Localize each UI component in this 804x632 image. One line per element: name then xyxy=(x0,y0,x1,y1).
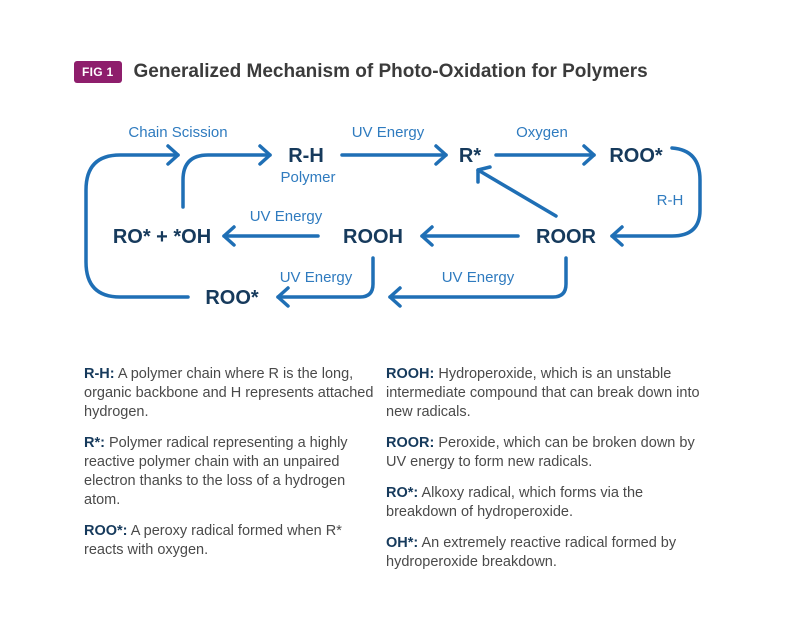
arrowhead-chain-scission xyxy=(166,144,180,166)
definition-roo-star: ROO*: A peroxy radical formed when R* re… xyxy=(84,523,342,558)
node-roor: ROOR xyxy=(536,226,597,248)
label-rh-loop: R-H xyxy=(657,192,684,209)
label-uv-energy-roor: UV Energy xyxy=(442,269,515,286)
definitions-right: ROOH: Hydroperoxide, which is an unstabl… xyxy=(386,365,716,584)
node-rh-subtitle: Polymer xyxy=(280,169,335,186)
node-roo-star-bottom: ROO* xyxy=(205,287,259,309)
arrowhead-roor-down xyxy=(388,286,402,308)
definition-r-star: R*: Polymer radical representing a highl… xyxy=(84,435,348,508)
edge-roor-to-r-star xyxy=(476,168,558,218)
arrowhead-to-rooh xyxy=(420,225,434,247)
label-chain-scission: Chain Scission xyxy=(128,124,227,141)
arrowhead-to-rh xyxy=(258,144,272,166)
figure-header: FIG 1 Generalized Mechanism of Photo-Oxi… xyxy=(74,61,648,83)
arrowhead-to-roor xyxy=(610,225,624,247)
node-roo-star-top: ROO* xyxy=(609,145,663,167)
node-ro-oh: RO* + *OH xyxy=(113,226,211,248)
definition-ro-star: RO*: Alkoxy radical, which forms via the… xyxy=(386,485,644,520)
node-rh: R-H xyxy=(288,145,324,167)
node-r-star: R* xyxy=(459,145,481,167)
figure-badge: FIG 1 xyxy=(74,61,122,83)
arrowhead-to-r-star xyxy=(434,144,448,166)
edge-roo-to-roor xyxy=(610,146,702,238)
mechanism-diagram: R-H Polymer R* ROO* ROOR ROOH RO* + *OH … xyxy=(84,124,702,309)
label-uv-energy-rooh: UV Energy xyxy=(250,208,323,225)
definitions-left: R-H: A polymer chain where R is the long… xyxy=(84,365,384,572)
figure-title: Generalized Mechanism of Photo-Oxidation… xyxy=(133,61,648,82)
edge-roor-down xyxy=(388,256,568,299)
arrowhead-to-roo-top xyxy=(582,144,596,166)
label-uv-energy-roo: UV Energy xyxy=(280,269,353,286)
label-oxygen: Oxygen xyxy=(516,124,568,141)
definition-roor: ROOR: Peroxide, which can be broken down… xyxy=(386,435,695,470)
arrowhead-to-ro-oh xyxy=(222,225,236,247)
label-uv-energy-rh: UV Energy xyxy=(352,124,425,141)
node-rooh: ROOH xyxy=(343,226,403,248)
arrowhead-rooh-roo xyxy=(276,286,290,308)
arrowhead-roor-r-star xyxy=(476,165,492,184)
definition-oh-star: OH*: An extremely reactive radical forme… xyxy=(386,535,677,570)
edge-ro-oh-to-rh xyxy=(181,153,272,209)
definition-rooh: ROOH: Hydroperoxide, which is an unstabl… xyxy=(386,366,700,420)
edge-roo-chain-scission xyxy=(84,153,190,299)
definition-rh: R-H: A polymer chain where R is the long… xyxy=(84,366,374,420)
edge-rooh-to-roo-bottom xyxy=(276,256,375,299)
